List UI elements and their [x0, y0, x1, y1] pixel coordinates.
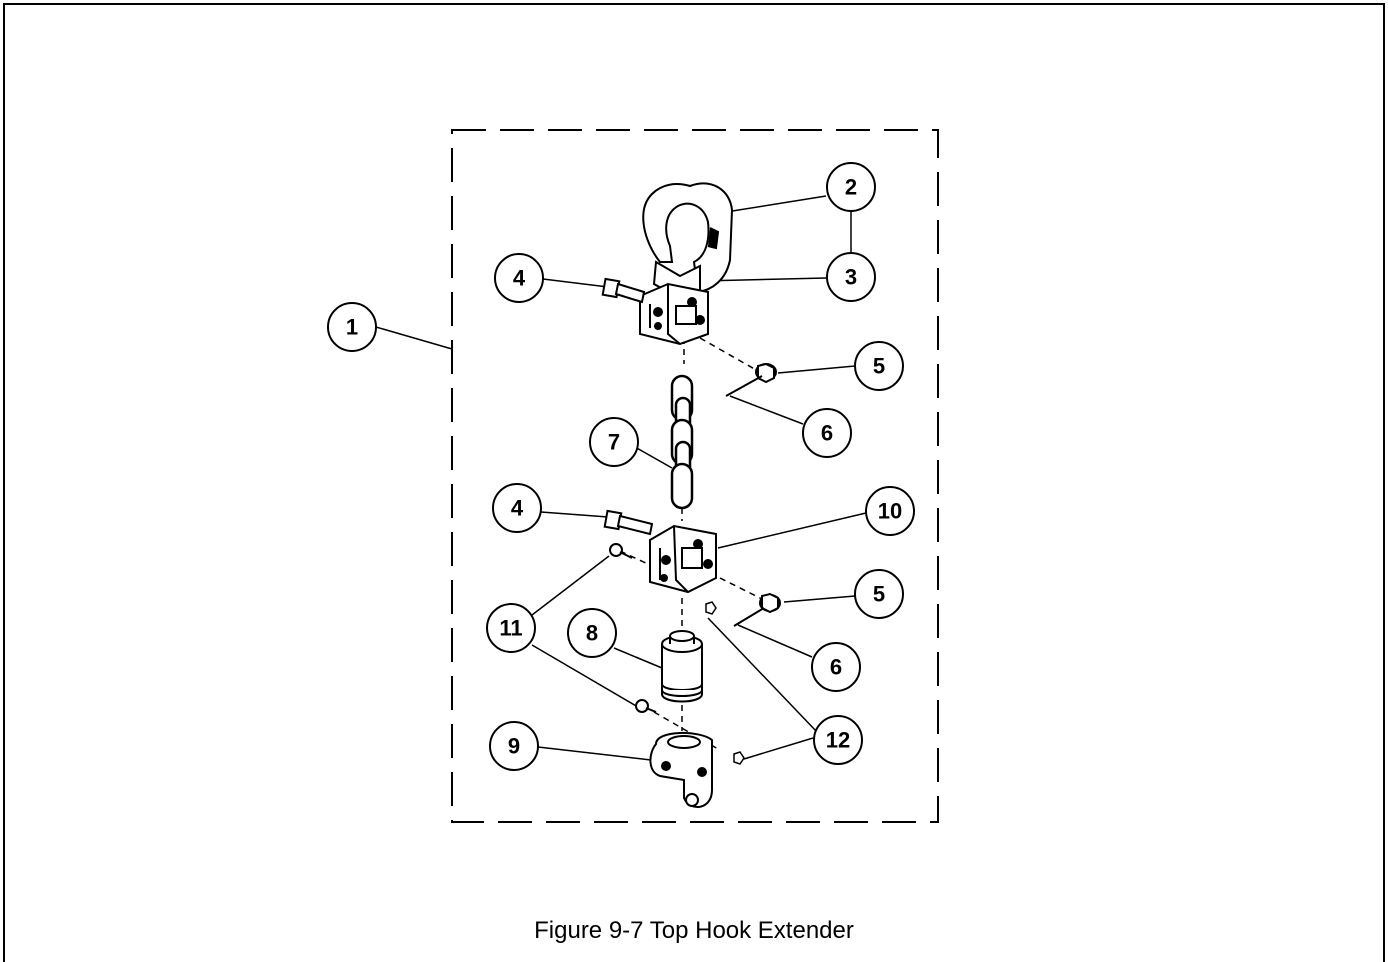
callout-label-7: 7: [608, 430, 620, 455]
callout-circle-4-lower: [492, 483, 542, 533]
callout-label-4-top: 4: [513, 266, 526, 291]
page-border: [3, 3, 1385, 962]
nut-part-12-lower: [733, 751, 745, 765]
chain-part: [670, 374, 694, 510]
callout-label-6-top: 6: [821, 421, 833, 446]
callout-circle-12: [813, 715, 863, 765]
callout-label-5-lower: 5: [873, 582, 885, 607]
callout-circle-2: [826, 162, 876, 212]
leader-lines: [375, 195, 867, 761]
callout-label-11: 11: [499, 616, 522, 641]
callout-label-2: 2: [845, 175, 857, 200]
hook-part: [642, 182, 734, 298]
yoke-part: [649, 731, 713, 808]
callout-circle-4-top: [494, 253, 544, 303]
callout-circle-5-lower: [854, 569, 904, 619]
bearing-part: [661, 630, 703, 703]
callout-label-4-lower: 4: [511, 496, 524, 521]
nut-and-pin-top: [725, 362, 777, 397]
nut-and-pin-lower: [733, 592, 781, 627]
nut-part-12-upper: [705, 601, 717, 615]
assembly-boundary-box: [451, 129, 939, 823]
lower-clevis-block: [649, 524, 717, 594]
callout-circle-9: [489, 721, 539, 771]
bolt-part-top: [601, 277, 646, 304]
bolt-part-lower: [603, 509, 654, 536]
callout-circle-6-lower: [811, 642, 861, 692]
callout-label-6-lower: 6: [830, 655, 842, 680]
screw-part-upper: [609, 543, 633, 559]
callout-label-9: 9: [508, 734, 520, 759]
callout-circle-8: [567, 608, 617, 658]
callout-circle-11: [486, 603, 536, 653]
callout-label-10: 10: [878, 499, 902, 524]
callout-circle-1: [327, 302, 377, 352]
callout-circle-6-top: [802, 408, 852, 458]
callout-label-5-top: 5: [873, 354, 885, 379]
callout-circle-10: [865, 486, 915, 536]
callout-circle-5-top: [854, 341, 904, 391]
callout-circle-3: [826, 252, 876, 302]
callout-label-12: 12: [826, 728, 850, 753]
callout-label-3: 3: [845, 265, 857, 290]
figure-caption: Figure 9-7 Top Hook Extender: [534, 917, 854, 944]
callout-label-1: 1: [346, 315, 358, 340]
callout-circle-7: [589, 417, 639, 467]
callout-label-8: 8: [586, 621, 598, 646]
top-clevis-block: [639, 282, 709, 346]
screw-part-lower: [635, 699, 657, 713]
